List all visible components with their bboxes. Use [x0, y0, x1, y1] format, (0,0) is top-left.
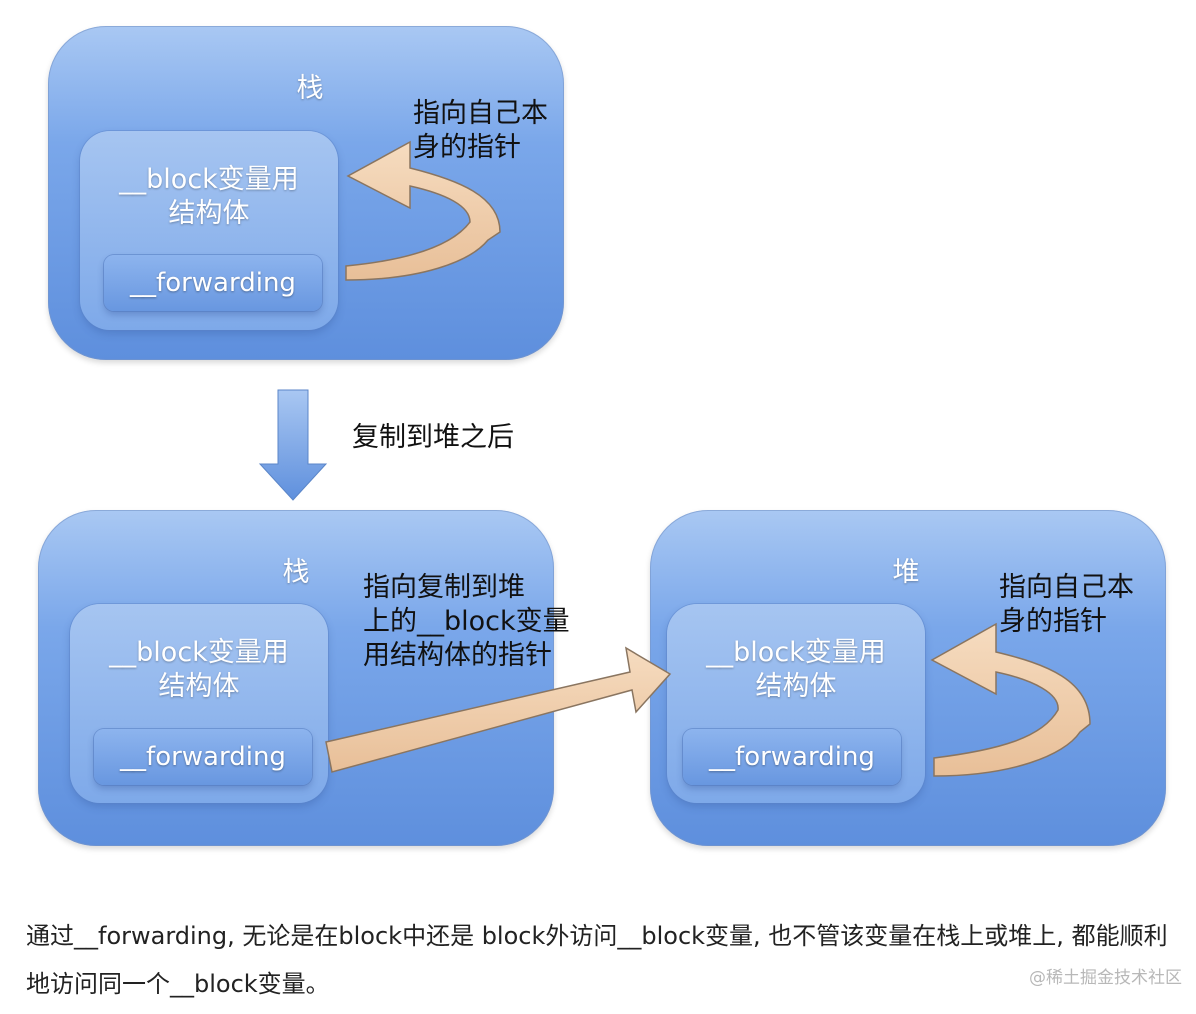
heap-title: 堆	[892, 557, 920, 588]
self-pointer-arrow-top	[345, 140, 501, 281]
forwarding-field-heap: __forwarding	[683, 729, 901, 785]
block-struct-label-bottom-left: __block变量用 结构体	[109, 637, 289, 702]
self-pointer-note-top: 指向自己本 身的指针	[413, 98, 548, 163]
heap-pointer-note: 指向复制到堆 上的__block变量 用结构体的指针	[363, 572, 570, 671]
copy-down-arrow	[258, 389, 328, 501]
caption-text: 通过__forwarding, 无论是在block中还是 block外访问__b…	[26, 922, 1168, 998]
copy-to-heap-label: 复制到堆之后	[352, 422, 514, 453]
forwarding-to-heap-arrow	[325, 646, 672, 773]
forwarding-field-top: __forwarding	[104, 255, 322, 311]
self-pointer-note-heap: 指向自己本 身的指针	[999, 572, 1134, 637]
block-struct-label-heap: __block变量用 结构体	[706, 637, 886, 702]
self-pointer-arrow-heap	[930, 622, 1091, 777]
block-struct-label-top: __block变量用 结构体	[119, 164, 299, 229]
watermark: @稀土掘金技术社区	[1029, 968, 1182, 988]
stack-title-bottom: 栈	[282, 557, 310, 588]
forwarding-field-bottom-left: __forwarding	[94, 729, 312, 785]
stack-title-top: 栈	[296, 73, 324, 104]
